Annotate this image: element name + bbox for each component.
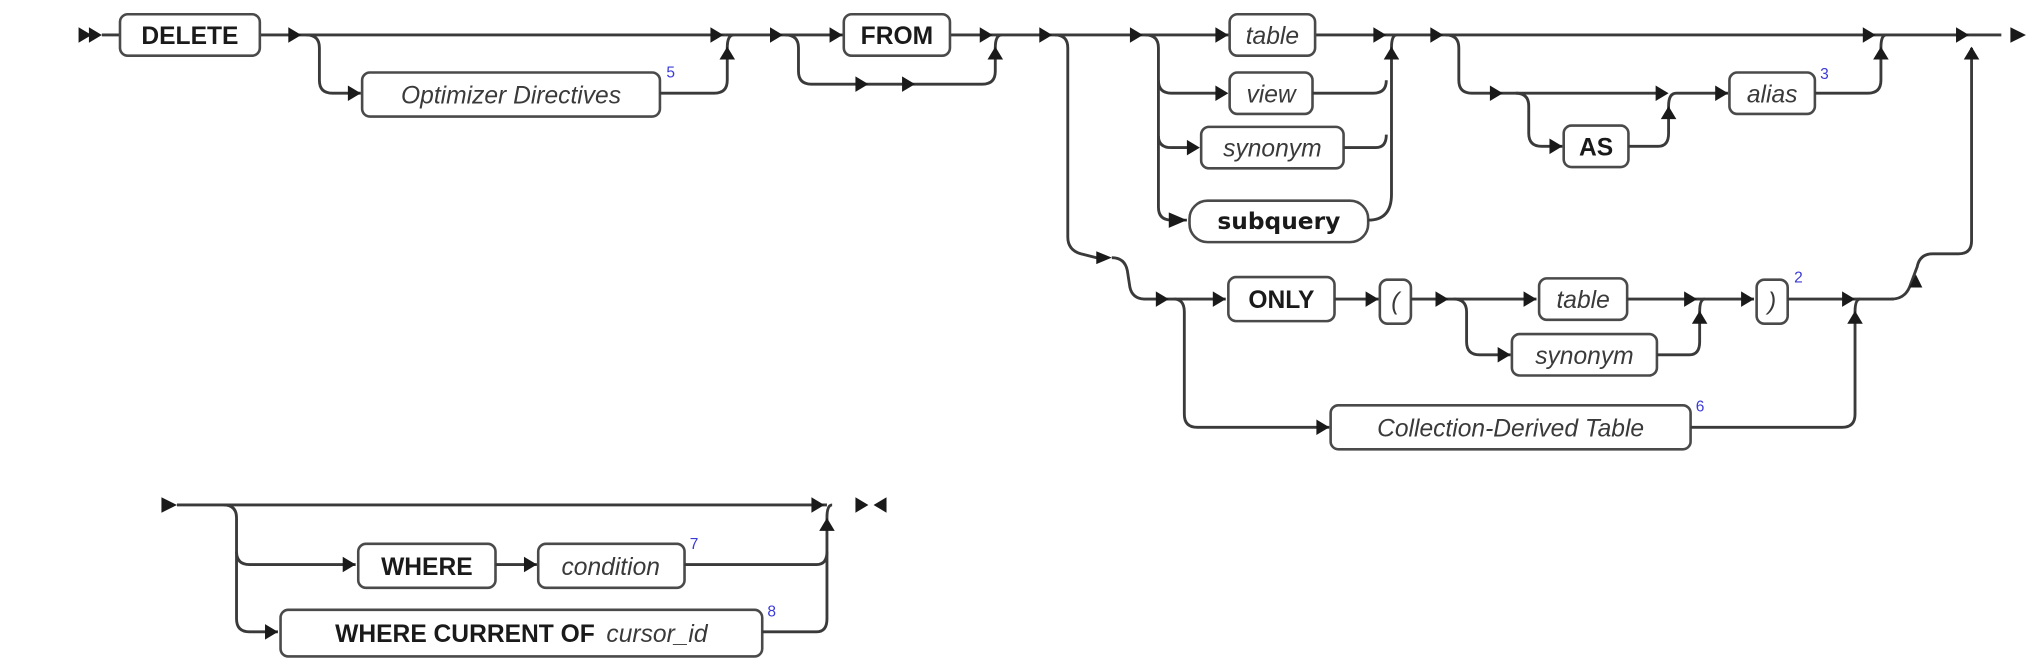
from-label: FROM <box>861 23 933 50</box>
table-label: table <box>1246 23 1299 50</box>
optimizer-directives-label: Optimizer Directives <box>401 83 621 110</box>
open-paren-label: ( <box>1391 288 1402 315</box>
only-table-label: table <box>1556 287 1609 314</box>
where-current-of-label: WHERE CURRENT OF cursor_id <box>335 621 709 648</box>
close-paren-label: ) <box>1765 288 1776 315</box>
optimizer-directives-branch: Optimizer Directives 5 <box>306 27 736 118</box>
condition-label: condition <box>562 554 660 581</box>
collection-derived-table-label: Collection-Derived Table <box>1377 415 1644 442</box>
alias-branch: AS alias 3 <box>1430 27 1889 169</box>
only-label: ONLY <box>1248 287 1314 314</box>
footnote-7: 7 <box>690 536 699 553</box>
delete-keyword: DELETE <box>118 12 262 57</box>
as-label: AS <box>1579 134 1613 161</box>
synonym-label: synonym <box>1223 136 1321 163</box>
cursor-id-label: cursor_id <box>606 621 708 648</box>
from-branch: FROM <box>769 12 1004 92</box>
footnote-5: 5 <box>666 65 675 82</box>
where-clause: WHERE condition 7 WHERE CURRENT OF curso… <box>161 497 887 658</box>
collection-derived-table-branch: Collection-Derived Table 6 <box>1173 297 1863 451</box>
only-branch: ONLY ( table synonym ) 2 <box>1096 251 1894 377</box>
footnote-2: 2 <box>1794 269 1803 286</box>
view-label: view <box>1246 81 1297 108</box>
where-label: WHERE <box>381 554 473 581</box>
footnote-8: 8 <box>767 603 776 620</box>
start-marker-icon <box>78 27 102 43</box>
only-synonym-label: synonym <box>1535 343 1633 370</box>
where-current-of-keyword: WHERE CURRENT OF <box>335 621 595 648</box>
alias-label: alias <box>1747 81 1798 108</box>
footnote-3: 3 <box>1820 66 1829 83</box>
continue-arrow-icon <box>2010 27 2026 43</box>
subquery-label: subquery <box>1217 208 1340 235</box>
object-choice: table view synonym subquery <box>1145 12 1400 244</box>
footnote-6: 6 <box>1696 399 1705 416</box>
delete-label: DELETE <box>141 23 238 50</box>
